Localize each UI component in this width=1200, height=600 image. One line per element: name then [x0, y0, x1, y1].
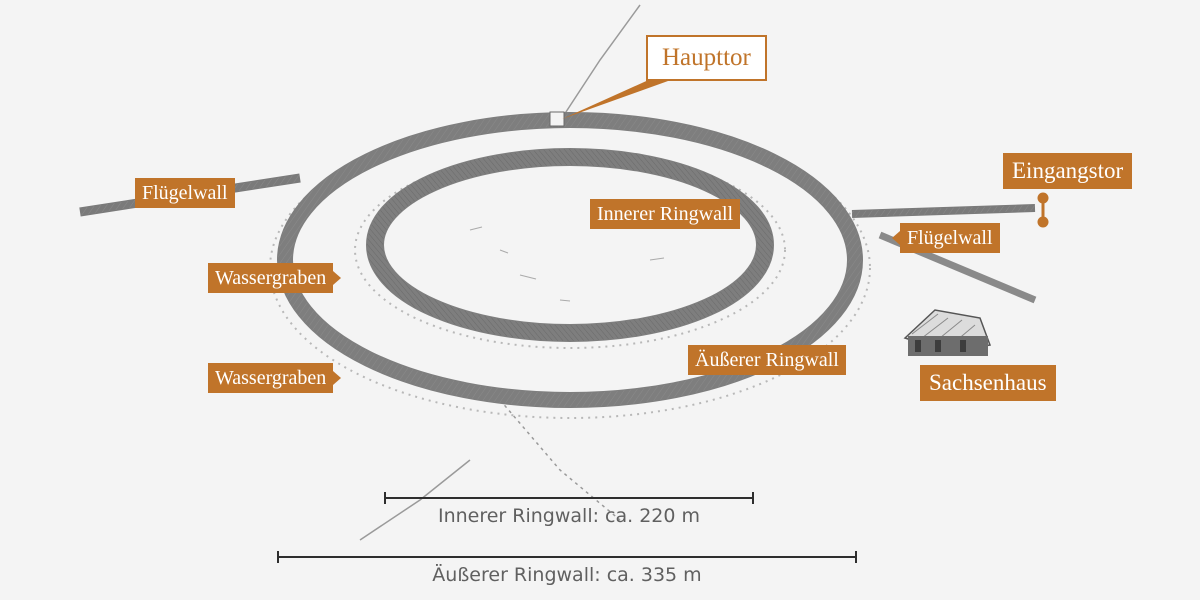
scale-outer: Äußerer Ringwall: ca. 335 m	[277, 551, 857, 586]
label-fluegelwall-left: Flügelwall	[135, 178, 235, 208]
label-sachsenhaus: Sachsenhaus	[920, 365, 1056, 401]
label-fluegelwall-left-text: Flügelwall	[142, 182, 228, 204]
label-fluegelwall-right-text: Flügelwall	[907, 227, 993, 249]
main-gate-mark	[549, 111, 565, 127]
scale-outer-bar	[277, 551, 857, 563]
outer-ditch	[269, 117, 871, 419]
label-innerer-ringwall: Innerer Ringwall	[590, 199, 741, 229]
saxon-house-drawing	[903, 309, 992, 356]
label-aeusserer-ringwall: Äußerer Ringwall	[688, 345, 846, 375]
right-wing-wall	[851, 204, 1037, 304]
label-eingangstor: Eingangstor	[1003, 153, 1133, 189]
label-fluegelwall-right: Flügelwall	[892, 223, 1000, 253]
scale-outer-label: Äußerer Ringwall: ca. 335 m	[432, 564, 702, 586]
scale-inner-label: Innerer Ringwall: ca. 220 m	[437, 505, 701, 527]
scale-inner-bar	[384, 492, 754, 504]
pointer-nub	[892, 231, 900, 245]
label-aeusserer-ringwall-text: Äußerer Ringwall	[695, 349, 839, 371]
entrance-gate-marker	[1037, 192, 1049, 228]
scale-inner: Innerer Ringwall: ca. 220 m	[384, 492, 754, 527]
label-wassergraben-upper: Wassergraben	[208, 263, 342, 293]
path-south-east	[499, 399, 621, 521]
label-wassergraben-lower: Wassergraben	[208, 363, 342, 393]
label-wassergraben-lower-text: Wassergraben	[215, 367, 327, 389]
pointer-nub	[333, 371, 342, 385]
pointer-nub	[333, 271, 342, 285]
path-north	[561, 4, 641, 119]
path-south	[359, 459, 471, 541]
label-wassergraben-upper-text: Wassergraben	[215, 267, 327, 289]
label-haupttor: Haupttor	[646, 35, 767, 81]
paths	[359, 4, 641, 541]
label-innerer-ringwall-text: Innerer Ringwall	[597, 203, 734, 225]
haupttor-pointer	[562, 73, 668, 119]
